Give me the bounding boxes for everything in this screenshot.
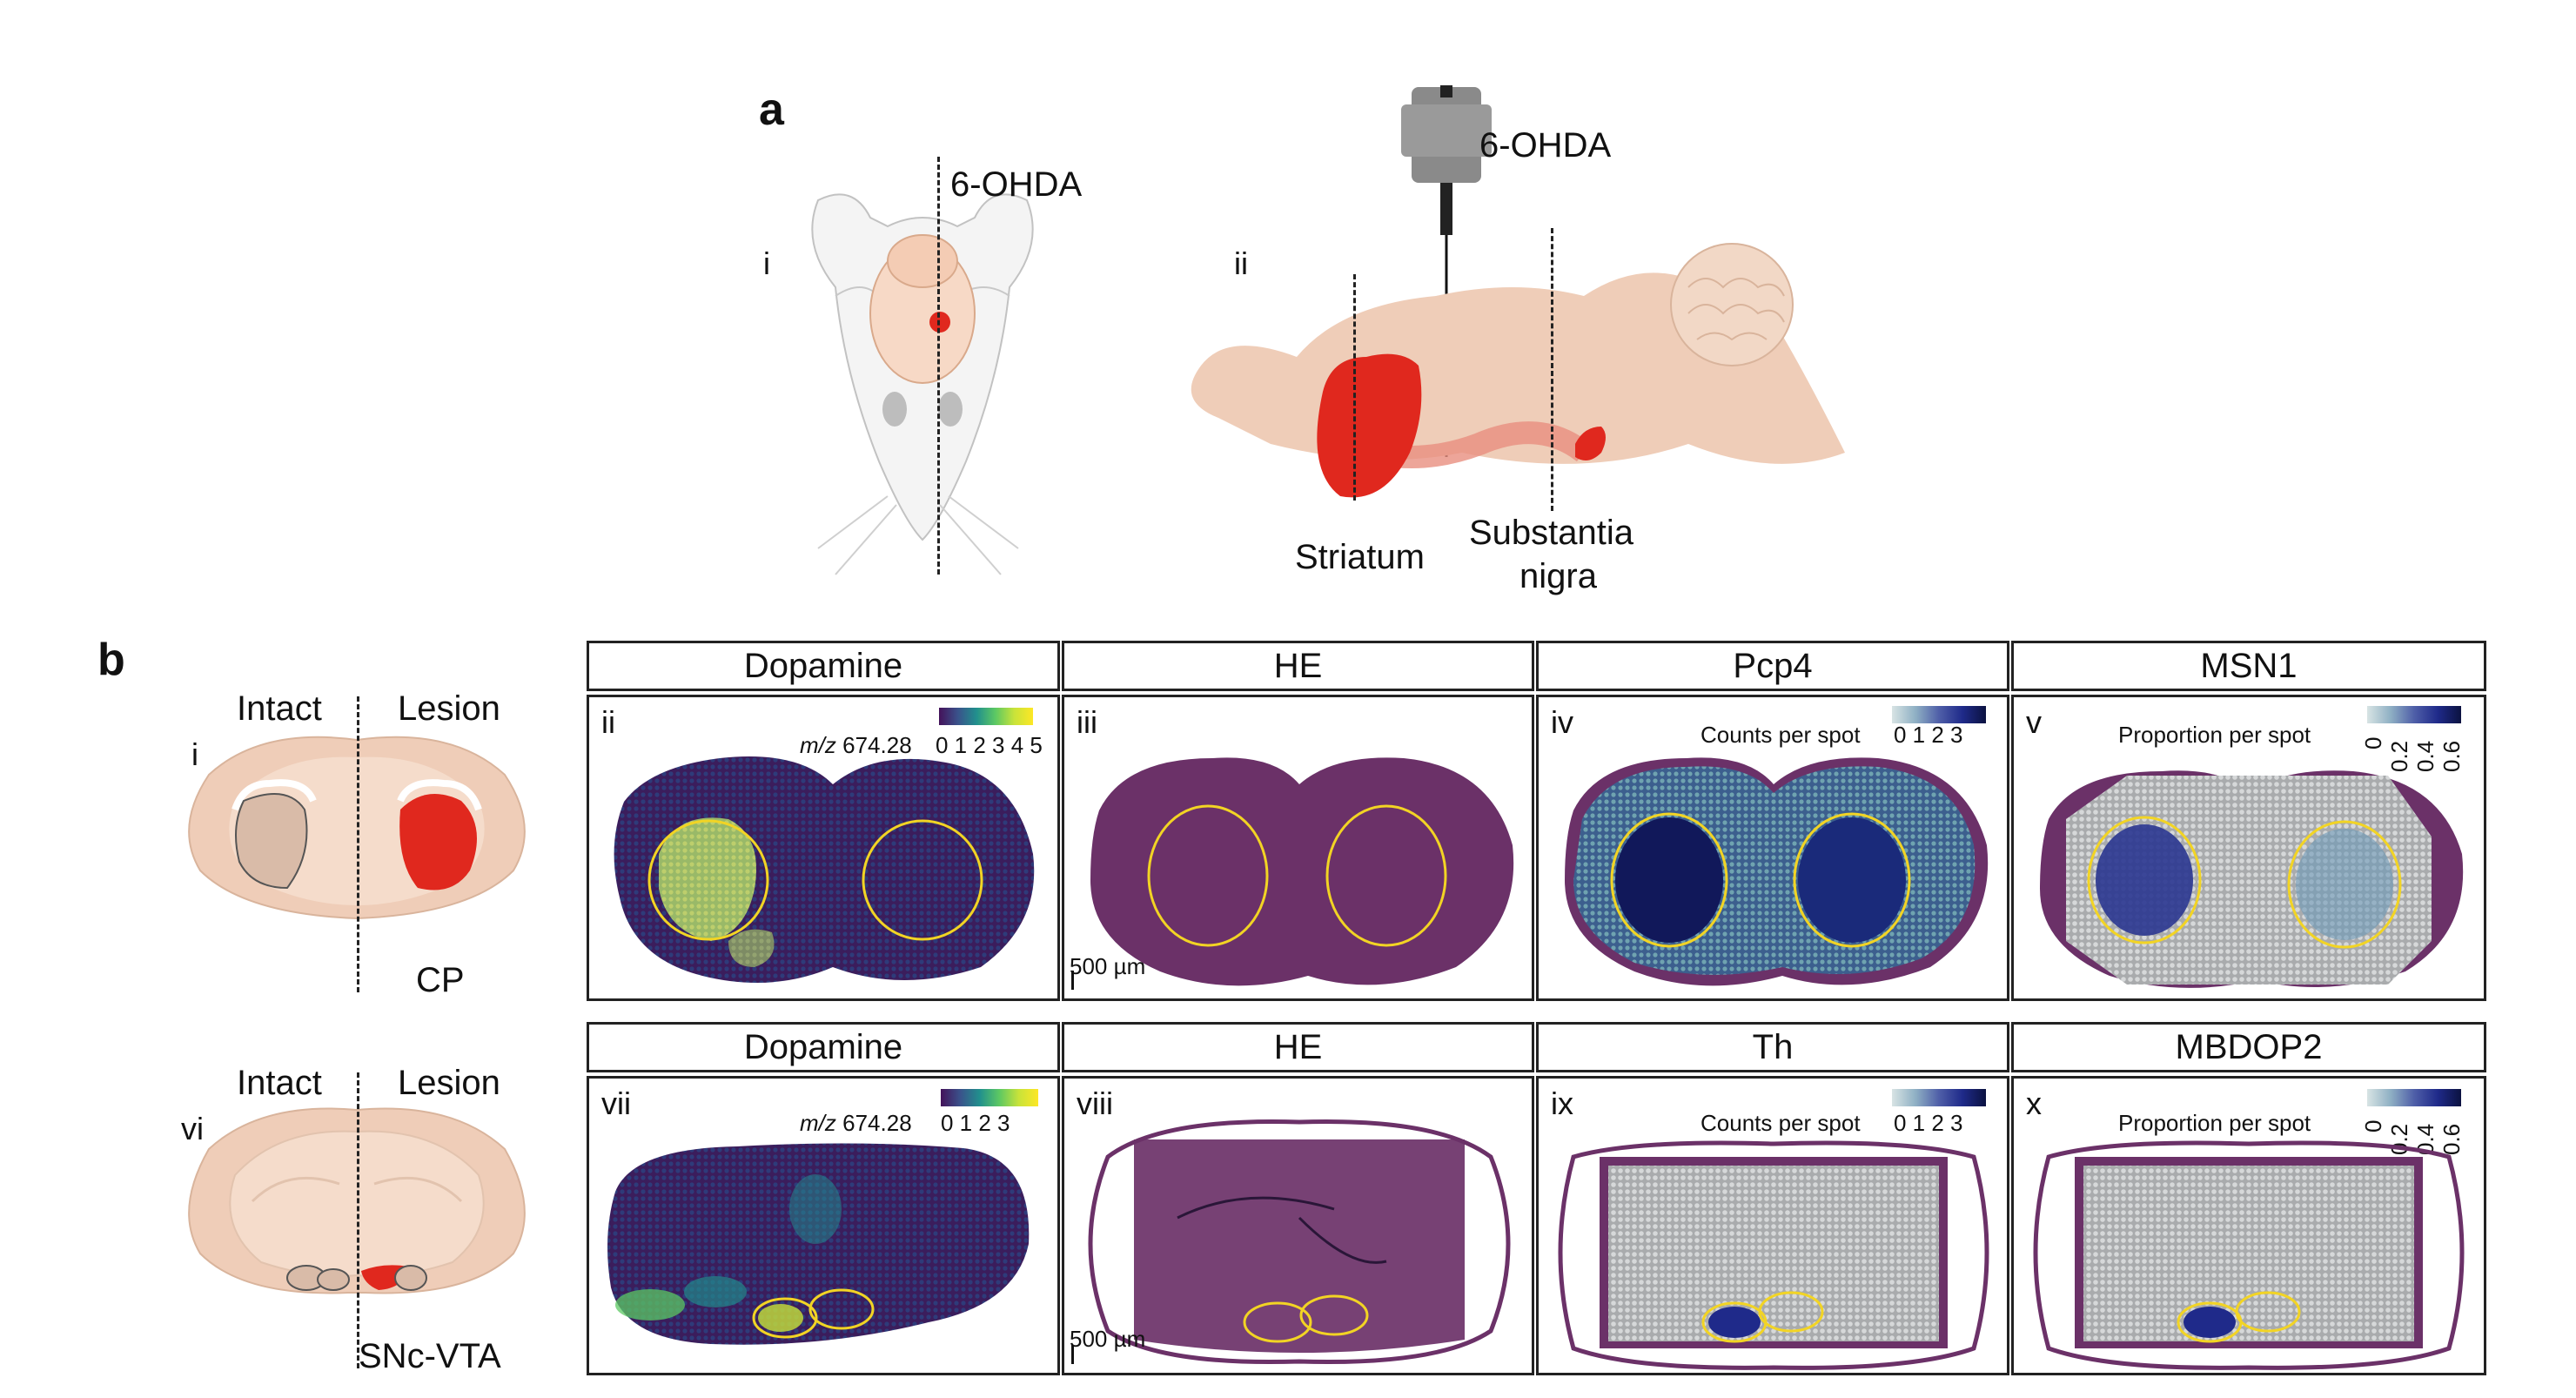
row2-box-he: viii 500 µm: [1062, 1076, 1534, 1375]
row1-msn1-tick-0: 0: [2360, 736, 2386, 749]
row2-box-dopamine: vii m/z 674.28 0 1 2 3: [587, 1076, 1060, 1375]
row1-he-section: [1090, 757, 1514, 986]
panel-a-ii-label: ii: [1234, 245, 1248, 281]
row1-pcp4-map: [1565, 757, 1989, 986]
row2-box-th: ix Counts per spot 0 1 2 3: [1536, 1076, 2009, 1375]
row1-mz-prefix: m/z: [800, 732, 836, 758]
row2-sub-vii: vii: [601, 1085, 631, 1121]
row2-mz-label: m/z 674.28: [800, 1110, 912, 1137]
rat-head-illustration: [811, 193, 1034, 575]
row1-mz-label: m/z 674.28: [800, 732, 912, 759]
row2-header-he: HE: [1062, 1022, 1534, 1072]
row2-mz-value: 674.28: [842, 1110, 912, 1136]
row1-sub-iv: iv: [1551, 704, 1573, 740]
row1-pcp4-roi-right: [1793, 812, 1911, 948]
row2-mbdop2-map: [2033, 1140, 2465, 1370]
label-6ohda-syringe: 6-OHDA: [1479, 126, 1612, 165]
injection-site-dot: [929, 312, 950, 333]
row1-box-dopamine: ii m/z 674.28 0 1 2 3 4 5: [587, 695, 1060, 1001]
row1-region-label: CP: [416, 961, 465, 999]
panel-a-letter: a: [759, 84, 784, 135]
row1-scale-bar-label: 500 µm: [1070, 953, 1146, 979]
row2-dopamine-roi-left: [752, 1297, 818, 1339]
row2-dopamine-roi-right: [808, 1288, 875, 1330]
row2-th-colorbar: [1892, 1089, 1986, 1106]
label-6ohda-top: 6-OHDA: [950, 165, 1083, 204]
row1-dopamine-roi-right: [862, 819, 983, 941]
row1-msn1-colorbar: [2367, 706, 2461, 723]
row1-dopamine-roi-left: [647, 819, 769, 941]
row1-header-dopamine: Dopamine: [587, 641, 1060, 691]
row1-sub-ii: ii: [601, 704, 615, 740]
row2-header-th: Th: [1536, 1022, 2009, 1072]
row2-dopamine-colorbar: [941, 1089, 1038, 1106]
row1-dopamine-colorbar: [939, 708, 1033, 725]
row2-mbdop2-roi-right: [2235, 1291, 2301, 1333]
row1-sub-iii: iii: [1077, 704, 1097, 740]
label-substantia: Substantia: [1469, 514, 1634, 552]
row1-box-msn1: v Proportion per spot 0 0.2 0.4 0.6: [2011, 695, 2486, 1001]
row2-box-mbdop2: x Proportion per spot 0 0.2 0.4 0.6: [2011, 1076, 2486, 1375]
row1-box-he: iii 500 µm: [1062, 695, 1534, 1001]
panel-b-letter: b: [97, 635, 125, 685]
row2-sub-viii: viii: [1077, 1085, 1113, 1121]
row2-mbdop2-cb-title: Proportion per spot: [2118, 1110, 2311, 1136]
row2-dopamine-cb-ticks: 0 1 2 3: [941, 1110, 1010, 1136]
dashed-line-a-i: [937, 157, 940, 575]
row1-header-pcp4: Pcp4: [1536, 641, 2009, 691]
label-nigra: nigra: [1519, 557, 1597, 595]
row1-midline: [357, 696, 359, 992]
row2-dopamine-map: [607, 1143, 1030, 1345]
row1-pcp4-cb-ticks: 0 1 2 3: [1894, 722, 1963, 748]
row2-sub-ix: ix: [1551, 1085, 1573, 1121]
striatum-region: [1317, 353, 1422, 498]
row1-mz-value: 674.28: [842, 732, 912, 758]
row1-dopamine-map: [614, 756, 1035, 983]
row2-mbdop2-colorbar: [2367, 1089, 2461, 1106]
row1-msn1-map: [2040, 770, 2464, 988]
row1-pcp4-roi-left: [1610, 812, 1728, 948]
row2-he-section: [1088, 1119, 1511, 1365]
row1-scale-bar: [1071, 971, 1074, 990]
row2-header-dopamine: Dopamine: [587, 1022, 1060, 1072]
row1-msn1-roi-right: [2287, 820, 2402, 949]
row2-mbdop2-tick-0: 0: [2360, 1119, 2386, 1133]
row2-header-mbdop2: MBDOP2: [2011, 1022, 2486, 1072]
row1-he-roi-right: [1325, 804, 1447, 947]
row1-header-msn1: MSN1: [2011, 641, 2486, 691]
row2-intact: Intact: [237, 1064, 322, 1102]
row2-mz-prefix: m/z: [800, 1110, 836, 1136]
row2-sub-x: x: [2026, 1085, 2042, 1121]
row2-th-cb-ticks: 0 1 2 3: [1894, 1110, 1963, 1136]
row2-he-roi-left: [1243, 1301, 1312, 1343]
label-striatum: Striatum: [1295, 538, 1425, 576]
row2-th-roi-right: [1758, 1291, 1824, 1333]
row1-msn1-roi-left: [2087, 816, 2202, 944]
row1-lesion-cp: [399, 794, 477, 891]
row1-pcp4-cb-title: Counts per spot: [1701, 722, 1861, 748]
row2-lesion: Lesion: [398, 1064, 500, 1102]
row1-box-pcp4: iv Counts per spot 0 1 2 3: [1536, 695, 2009, 1001]
row1-lesion: Lesion: [398, 689, 500, 728]
row2-scale-bar: [1071, 1345, 1074, 1364]
row2-he-roi-right: [1299, 1294, 1369, 1336]
dashed-line-striatum: [1353, 274, 1356, 501]
row1-sub-v: v: [2026, 704, 2042, 740]
row2-scale-bar-label: 500 µm: [1070, 1326, 1146, 1352]
row1-intact: Intact: [237, 689, 322, 728]
row1-roman: i: [191, 736, 198, 772]
row1-msn1-cb-title: Proportion per spot: [2118, 722, 2311, 748]
dashed-line-nigra: [1551, 228, 1553, 511]
row1-he-roi-left: [1147, 804, 1269, 947]
row2-region-label: SNc-VTA: [359, 1337, 501, 1375]
substantia-nigra-region: [1575, 427, 1606, 460]
panel-a-i-label: i: [763, 245, 770, 281]
row2-th-map: [1558, 1140, 1989, 1370]
row2-roman: vi: [181, 1111, 204, 1146]
row1-dopamine-cb-ticks: 0 1 2 3 4 5: [936, 732, 1043, 758]
row2-midline: [357, 1072, 359, 1368]
row2-th-cb-title: Counts per spot: [1701, 1110, 1861, 1136]
row1-header-he: HE: [1062, 641, 1534, 691]
row1-pcp4-colorbar: [1892, 706, 1986, 723]
